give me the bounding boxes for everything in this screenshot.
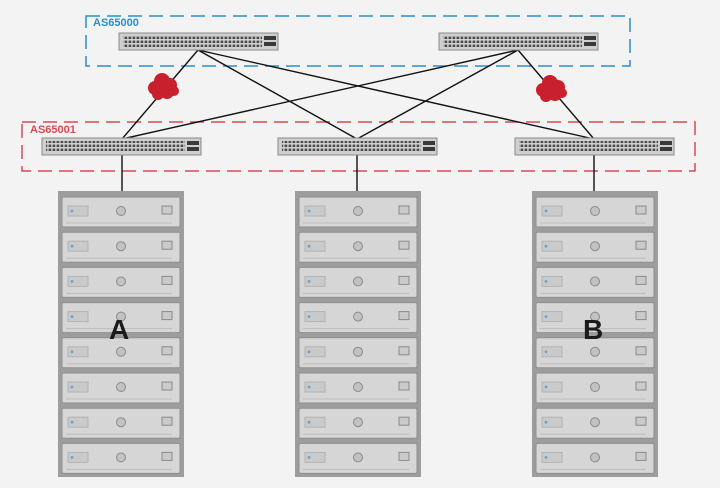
link-spine1-leaf3 [197, 49, 595, 140]
server-unit [298, 372, 418, 404]
rack-middle [295, 191, 421, 477]
server-unit [535, 302, 655, 334]
server-unit [61, 196, 181, 228]
server-unit [61, 337, 181, 369]
server-unit [298, 231, 418, 263]
server-unit [298, 196, 418, 228]
rack-label-a: A [109, 314, 130, 345]
server-racks [58, 191, 658, 477]
server-unit [61, 231, 181, 263]
leaf-switch-1 [41, 137, 202, 156]
server-unit [61, 407, 181, 439]
server-unit [61, 372, 181, 404]
link-spine1-leaf2 [197, 49, 358, 140]
server-unit [535, 231, 655, 263]
cloud-icon [148, 73, 179, 100]
server-unit [535, 266, 655, 298]
server-unit [298, 337, 418, 369]
server-unit [298, 442, 418, 474]
links [121, 49, 595, 192]
spine-switch-1 [118, 32, 279, 51]
server-unit [61, 302, 181, 334]
spine-switch-2 [438, 32, 599, 51]
link-spine2-leaf2 [356, 49, 519, 140]
server-unit [298, 266, 418, 298]
spine-as-boundary [85, 15, 631, 67]
rack-label-b: B [583, 314, 604, 345]
server-unit [298, 302, 418, 334]
server-unit [535, 196, 655, 228]
server-unit [535, 407, 655, 439]
rack-right [532, 191, 658, 477]
spine-as-label: AS65000 [93, 17, 139, 29]
server-unit [298, 407, 418, 439]
cloud-icon [536, 75, 567, 102]
leaf-as-boundary [21, 121, 696, 172]
server-unit [535, 372, 655, 404]
leaf-as-label: AS65001 [30, 124, 76, 136]
server-unit [61, 442, 181, 474]
rack-left [58, 191, 184, 477]
server-unit [535, 337, 655, 369]
server-unit [61, 266, 181, 298]
leaf-switch-3 [514, 137, 675, 156]
leaf-switch-2 [277, 137, 438, 156]
server-unit [535, 442, 655, 474]
link-spine2-leaf1 [121, 49, 519, 140]
